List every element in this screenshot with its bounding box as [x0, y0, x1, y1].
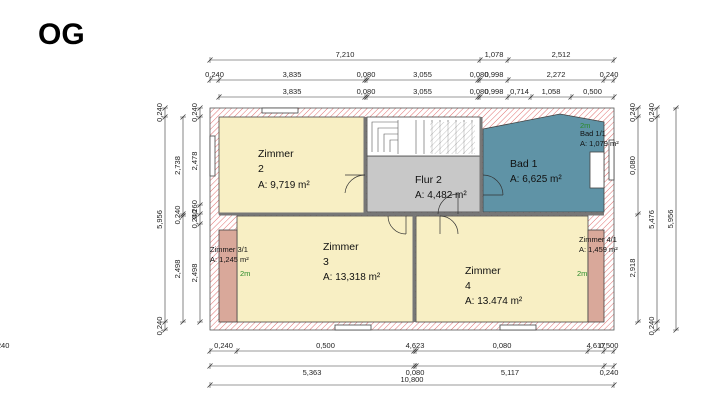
dim-label: 0,500	[600, 341, 619, 350]
dim-label: 0,240	[600, 70, 619, 79]
dim-label: 0,500	[316, 341, 335, 350]
dim-label: 0,240	[190, 210, 199, 229]
dim-label: 5,956	[666, 210, 675, 229]
dim-label: 0,260	[190, 200, 199, 219]
zimmer31-area: A: 1,245 m²	[210, 255, 249, 264]
zimmer41-tag: 2m	[577, 269, 587, 278]
room-zimmer-4	[415, 215, 589, 323]
dim-label: 0,080	[357, 70, 376, 79]
dim-label: 0,714	[510, 87, 529, 96]
zimmer41-area: A: 1,459 m²	[579, 245, 618, 254]
zimmer4-name: Zimmer	[465, 265, 501, 277]
dim-label: 0,080	[357, 87, 376, 96]
dim-label: 2,478	[190, 152, 199, 171]
dim-label: 2,918	[628, 259, 637, 278]
dim-label: 0,998	[485, 70, 504, 79]
stair-hatch	[430, 122, 475, 154]
windows	[209, 107, 615, 331]
dim-label: 2,512	[552, 50, 571, 59]
zimmer4-area: A: 13.474 m²	[465, 296, 523, 307]
dim-label: 0,240	[190, 103, 199, 122]
bad11-tag: 2m	[580, 121, 590, 130]
dim-label: 4,623	[406, 341, 425, 350]
dim-label: 0,240	[155, 317, 164, 336]
zimmer3-name: Zimmer	[323, 241, 359, 253]
flur2-name: Flur 2	[415, 174, 442, 186]
zimmer31-name: Zimmer 3/1	[210, 245, 248, 254]
dim-label: 2,272	[547, 70, 566, 79]
zimmer4-number: 4	[465, 280, 471, 292]
dim-label: 0,080	[470, 70, 489, 79]
dim-label: 0,240	[0, 341, 9, 350]
zimmer3-number: 3	[323, 256, 329, 268]
dim-label: 0,240	[173, 206, 182, 225]
zimmer2-number: 2	[258, 163, 264, 175]
bad11-name: Bad 1/1	[580, 129, 606, 138]
dimension-lines: 7,210 1,078 2,512 0,240 3,835 0,080 3,055 0,080…	[0, 50, 679, 388]
dim-label: 0,240	[205, 70, 224, 79]
room-zimmer-3-1	[218, 229, 238, 323]
dim-label: 0,240	[600, 368, 619, 377]
dim-label: 2,498	[190, 264, 199, 283]
dim-label: 0,240	[155, 103, 164, 122]
dim-label: 3,055	[413, 70, 432, 79]
flur2-area: A: 4,482 m²	[415, 190, 467, 201]
dim-label: 3,835	[283, 87, 302, 96]
dim-label: 4,617	[587, 341, 606, 350]
dim-label: 7,210	[336, 50, 355, 59]
bathtub	[589, 151, 605, 189]
room-zimmer-2	[218, 116, 365, 215]
zimmer31-tag: 2m	[240, 269, 250, 278]
dim-label: 0,080	[628, 156, 637, 175]
zimmer2-area: A: 9,719 m²	[258, 180, 310, 191]
dim-label: 5,117	[501, 368, 519, 377]
dim-label: 5,956	[155, 210, 164, 229]
dim-label: 0,240	[647, 317, 656, 336]
dim-label: 0,080	[470, 87, 489, 96]
dim-label: 10,800	[401, 375, 424, 384]
bad11-area: A: 1,079 m²	[580, 139, 619, 148]
dim-label: 3,835	[283, 70, 302, 79]
zimmer2-name: Zimmer	[258, 148, 294, 160]
dim-label: 2,738	[173, 156, 182, 175]
zimmer3-area: A: 13,318 m²	[323, 272, 381, 283]
room-zimmer-3	[236, 215, 414, 323]
dim-label: 1,058	[542, 87, 561, 96]
zimmer41-name: Zimmer 4/1	[579, 235, 617, 244]
dim-label: 0,998	[485, 87, 504, 96]
door-swings	[344, 174, 504, 235]
dim-label: 1,078	[485, 50, 504, 59]
dim-label: 0,500	[583, 87, 602, 96]
dim-label: 0,080	[406, 368, 425, 377]
dim-label: 2,498	[173, 260, 182, 279]
dim-label: 0,080	[493, 341, 512, 350]
bad1-area: A: 6,625 m²	[510, 174, 562, 185]
room-zimmer-4-1	[587, 229, 605, 323]
dim-label: 0,240	[647, 103, 656, 122]
floor-title: OG	[38, 18, 85, 51]
dim-label: 5,476	[647, 210, 656, 229]
dim-label: 5,363	[303, 368, 322, 377]
bad1-name: Bad 1	[510, 158, 538, 170]
dim-label: 3,055	[413, 87, 432, 96]
dim-label: 0,240	[214, 341, 233, 350]
dim-label: 0,240	[628, 103, 637, 122]
